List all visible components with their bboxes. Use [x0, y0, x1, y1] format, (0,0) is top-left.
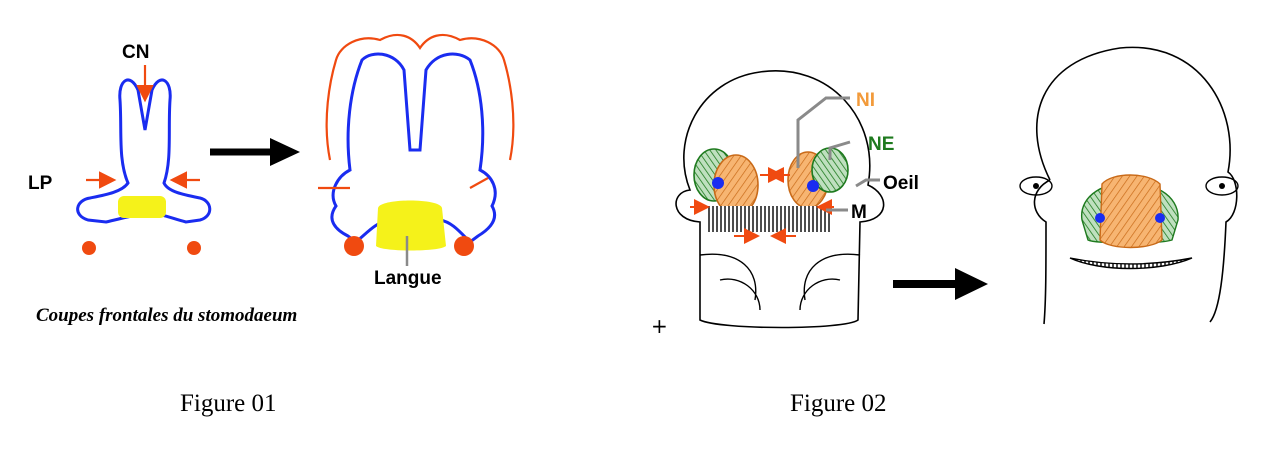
pupil-right: [1219, 183, 1225, 189]
stomodeum-outline-late: [330, 52, 497, 244]
nasal-pit-left: [712, 177, 724, 189]
figure-01: CN LP Langue Coupes frontales du stomoda…: [28, 33, 515, 417]
caption-stomodaeum: Coupes frontales du stomodaeum: [36, 305, 297, 326]
tongue-late: [376, 200, 446, 251]
mouth-hatch: [706, 206, 830, 232]
label-ne: NE: [868, 134, 894, 155]
cartilage-dot-right-late: [454, 236, 474, 256]
figure-02: NI NE Oeil M + Figure 02: [651, 46, 1239, 417]
lp-arrow-late-right: [469, 177, 489, 189]
mouth-late: [1069, 257, 1193, 270]
cartilage-dot-left-early: [82, 241, 96, 255]
caption-figure-02: Figure 02: [790, 390, 887, 417]
head-outline-late: [1033, 46, 1238, 325]
transition-arrow-fig2: [893, 268, 988, 300]
head-outline-early: [675, 70, 885, 329]
pupil-left: [1033, 183, 1039, 189]
oeil-leader: [855, 178, 880, 188]
label-ni: NI: [856, 90, 875, 111]
caption-figure-01: Figure 01: [180, 390, 277, 417]
eye-right: [1205, 176, 1239, 196]
label-oeil: Oeil: [883, 173, 919, 194]
label-cn: CN: [122, 42, 149, 63]
nostril-left-late: [1095, 213, 1105, 223]
transition-arrow-fig1: [210, 138, 300, 166]
ne-leader: [828, 140, 851, 160]
cartilage-dot-left-late: [344, 236, 364, 256]
nostril-right-late: [1155, 213, 1165, 223]
nasal-pit-right: [807, 180, 819, 192]
stomodeum-section-early: [76, 65, 212, 255]
cartilage-dot-right-early: [187, 241, 201, 255]
plus-mark: +: [651, 314, 668, 338]
orange-epithelium-outline: [325, 33, 515, 161]
label-lp: LP: [28, 173, 53, 194]
limb-arches: [699, 253, 861, 311]
eye-left: [1019, 176, 1053, 196]
ni-leader: [796, 96, 850, 168]
label-m: M: [851, 202, 867, 223]
ni-region-late: [1099, 174, 1163, 249]
stomodeum-outline-early: [76, 78, 212, 224]
embryo-face-late: [1019, 46, 1239, 325]
label-langue: Langue: [374, 268, 442, 289]
tongue-early: [118, 196, 166, 218]
embryo-face-early: [675, 70, 885, 329]
stomodeum-section-late: [318, 33, 515, 266]
